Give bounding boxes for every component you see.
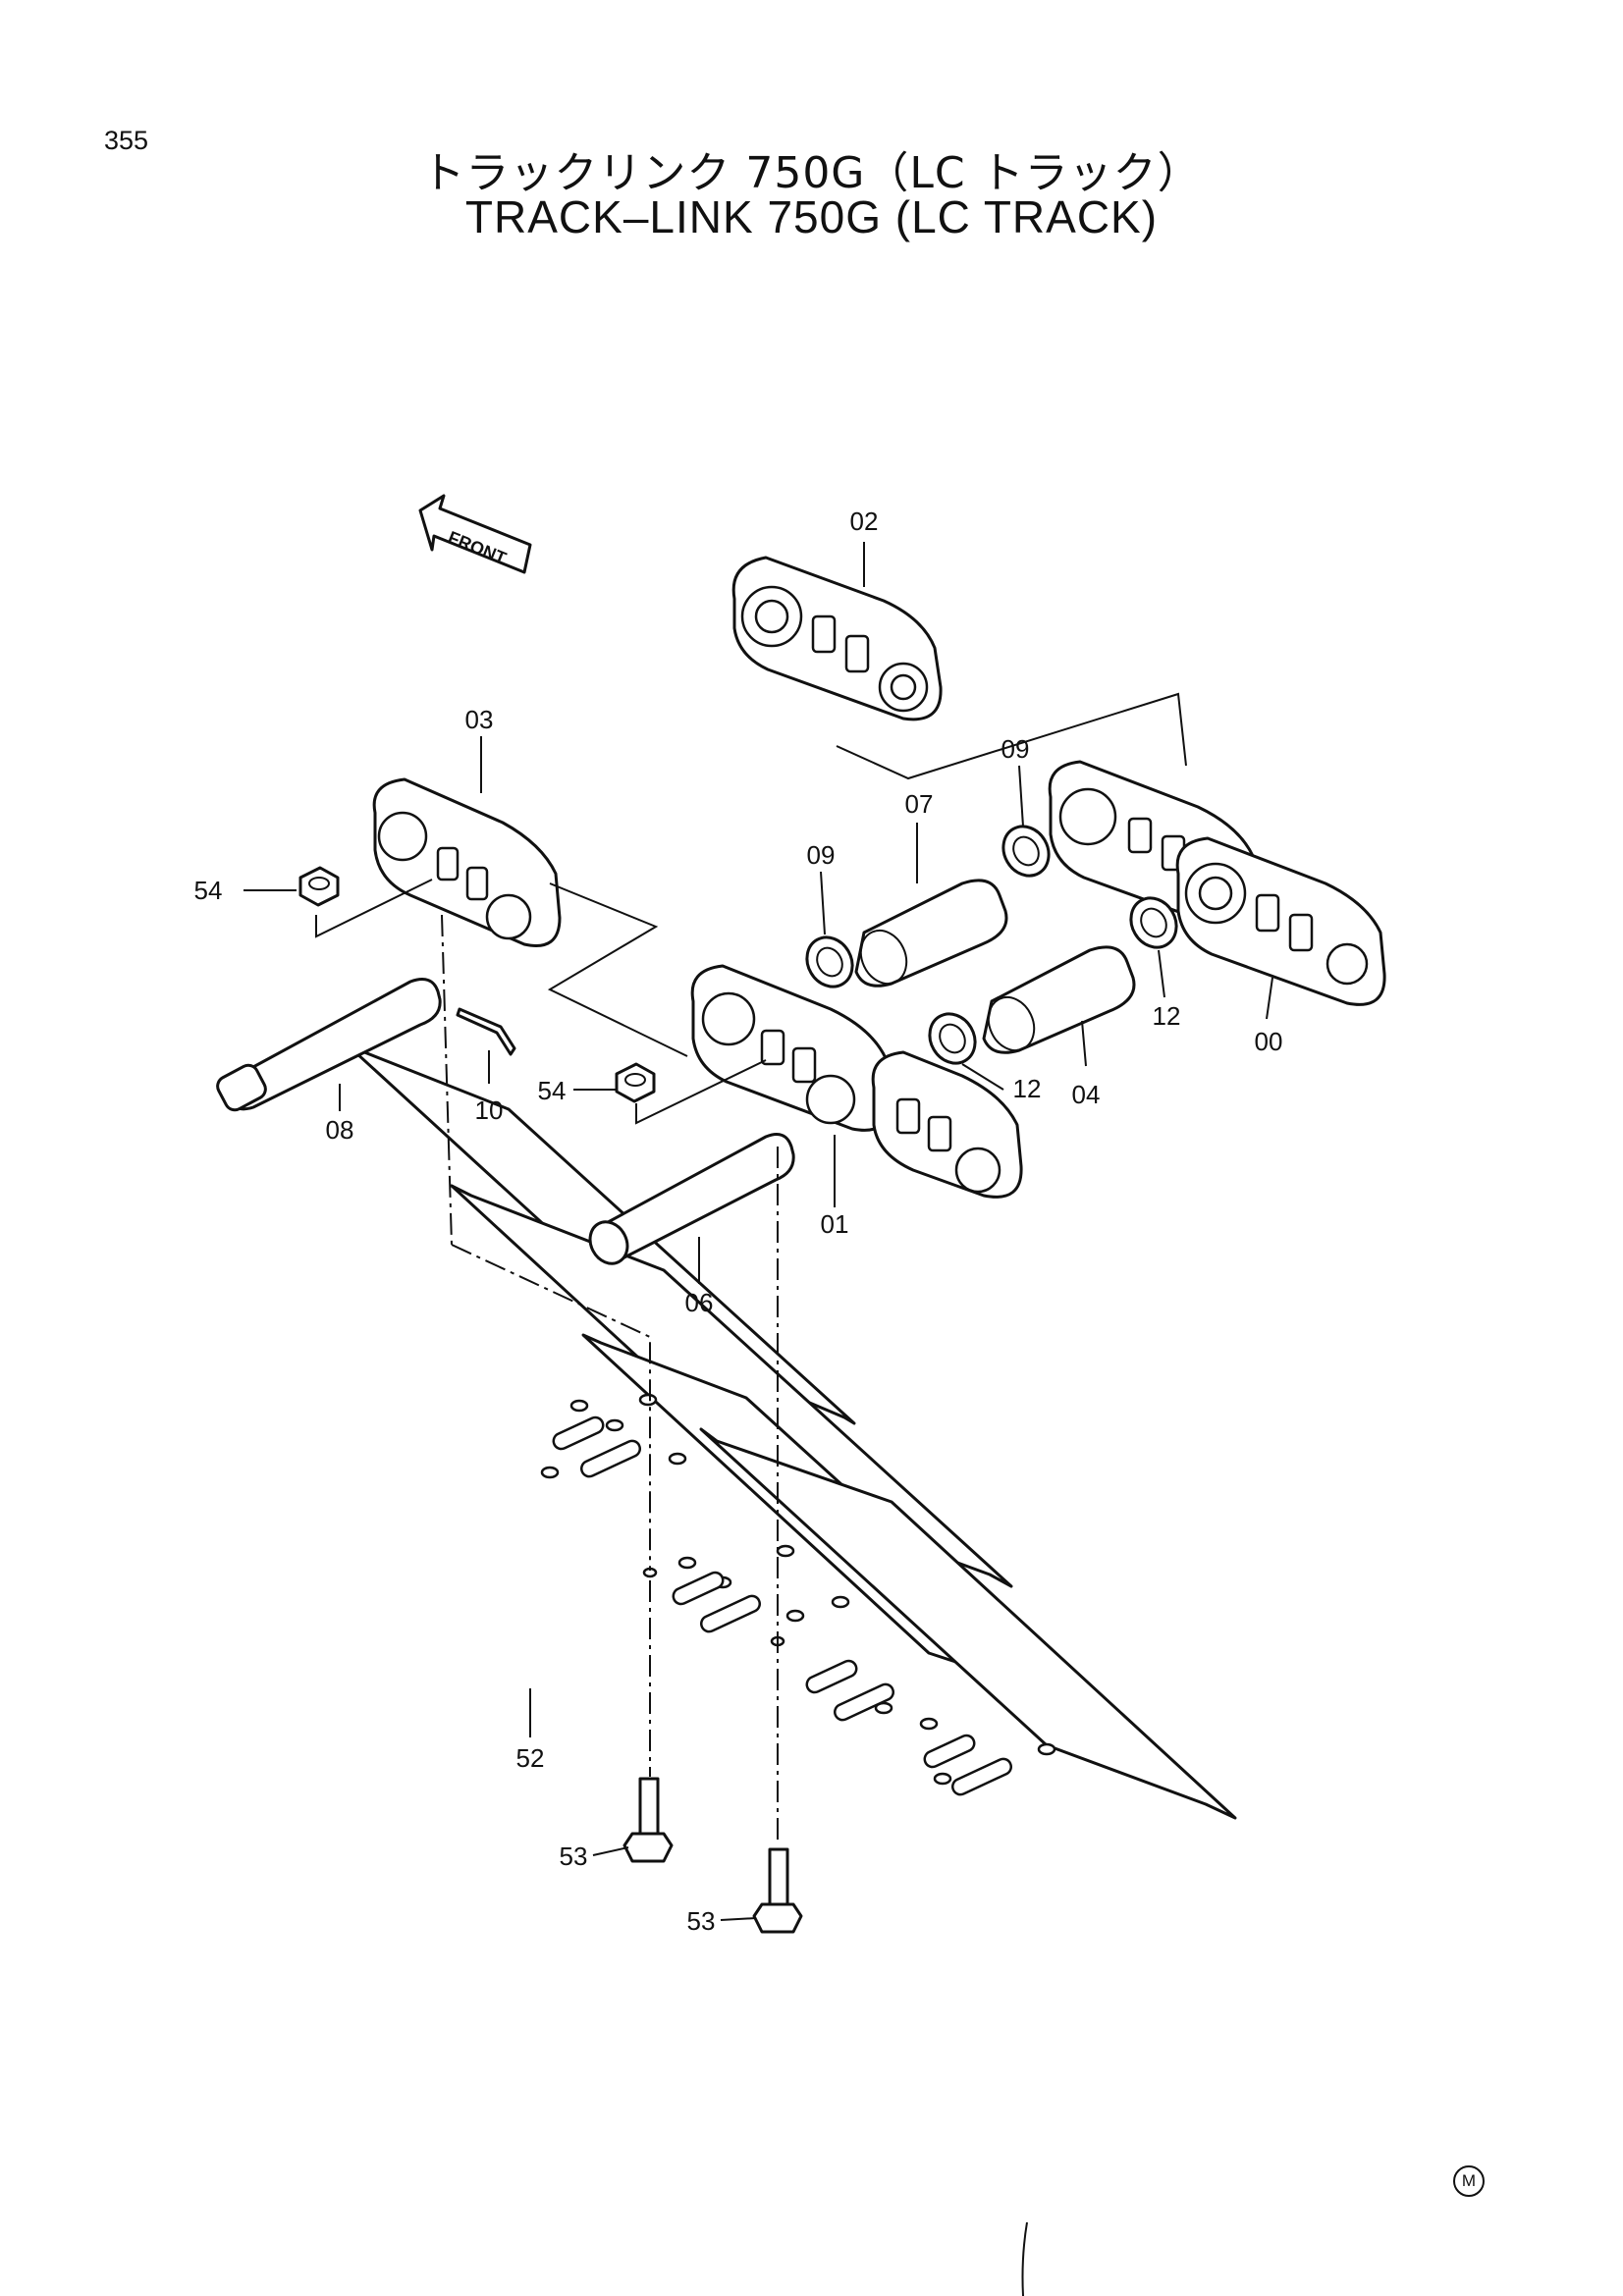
title-english: TRACK–LINK 750G (LC TRACK) — [464, 191, 1159, 242]
front-arrow-icon: FRONT — [418, 494, 532, 574]
callout-labels: 02 03 09 07 09 54 54 08 10 06 01 04 12 1… — [194, 507, 1283, 1936]
callout-01: 01 — [821, 1209, 849, 1239]
callout-52: 52 — [516, 1743, 545, 1773]
seal-ring-09-left — [805, 935, 854, 988]
track-link-01 — [690, 964, 1023, 1199]
page-number: 355 — [104, 126, 149, 155]
callout-00: 00 — [1255, 1027, 1283, 1056]
title-japanese: トラックリンク 750G（LC トラック） — [421, 148, 1202, 198]
callout-53-left: 53 — [560, 1842, 588, 1871]
bushing-04 — [982, 945, 1136, 1054]
nut-54-lower — [615, 1062, 656, 1103]
seal-ring-12-right — [1129, 896, 1178, 949]
callout-12-left: 12 — [1013, 1074, 1042, 1103]
assembly-guide-lines — [315, 692, 1187, 1845]
bushing-07 — [854, 879, 1008, 988]
callout-54-upper: 54 — [194, 876, 223, 905]
callout-02: 02 — [850, 507, 879, 536]
seal-ring-12-left — [928, 1012, 977, 1065]
callout-09-left: 09 — [807, 840, 836, 870]
callout-07: 07 — [905, 789, 934, 819]
callout-10: 10 — [475, 1095, 504, 1125]
shoe-bolt-holes — [540, 1393, 1056, 1796]
shoe-bolt-53-right — [752, 1847, 803, 1934]
nut-54-upper — [298, 866, 340, 907]
scan-mark — [1021, 2221, 1028, 2296]
callout-04: 04 — [1072, 1080, 1101, 1109]
callout-09-right: 09 — [1001, 734, 1030, 764]
callout-06: 06 — [685, 1288, 714, 1317]
track-link-03 — [372, 777, 562, 947]
shoe-bolt-53-left — [622, 1777, 674, 1863]
leader-lines — [243, 542, 1273, 1921]
callout-53-right: 53 — [687, 1906, 716, 1936]
callout-54-lower: 54 — [538, 1076, 567, 1105]
callout-08: 08 — [326, 1115, 354, 1145]
callout-12-right: 12 — [1153, 1001, 1181, 1031]
track-link-02 — [731, 556, 943, 721]
spring-pin-10 — [456, 1007, 516, 1056]
track-link-00-outer — [1175, 836, 1386, 1006]
manufacturer-mark-icon: M — [1453, 2165, 1485, 2197]
callout-03: 03 — [465, 705, 494, 734]
seal-ring-09-right — [1001, 825, 1051, 878]
master-pin-08 — [216, 978, 442, 1112]
pin-06 — [588, 1133, 795, 1265]
